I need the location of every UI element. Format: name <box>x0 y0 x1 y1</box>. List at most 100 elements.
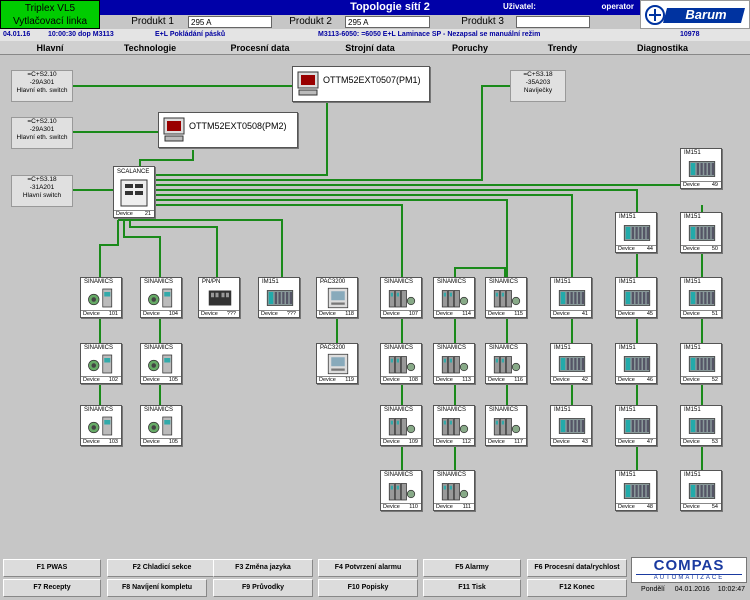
user-label: Uživatel: <box>503 2 536 11</box>
infobox-line: Hlavní switch <box>22 192 62 199</box>
device-icon <box>327 353 349 375</box>
f11-print-button[interactable]: F11 Tisk <box>423 579 521 597</box>
device-label: Device <box>319 377 336 383</box>
nav-strojni-data[interactable]: Strojní data <box>345 43 395 53</box>
infobox-line: Hlavní eth. switch <box>16 134 68 141</box>
device-icon <box>688 356 716 372</box>
f12-exit-button[interactable]: F12 Konec <box>527 579 627 597</box>
f8-winding-button[interactable]: F8 Navíjení kompletu <box>107 579 207 597</box>
nav-poruchy[interactable]: Poruchy <box>451 43 488 53</box>
product1-label: Produkt 1 <box>131 16 174 27</box>
nav-procesni-data[interactable]: Procesní data <box>230 43 290 53</box>
f4-ack-alarm-button[interactable]: F4 Potvrzení alarmu <box>318 559 418 577</box>
pc-pm1[interactable]: OTTM52EXT0507(PM1) <box>292 66 430 102</box>
device-number: 104 <box>168 311 178 317</box>
device-number: 46 <box>646 377 653 383</box>
f1-pwas-button[interactable]: F1 PWAS <box>3 559 101 577</box>
device-label: Device <box>261 311 278 317</box>
nav-diagnostika[interactable]: Diagnostika <box>636 43 688 53</box>
device-icon <box>493 356 521 374</box>
f6-process-data-button[interactable]: F6 Procesní data/rychlost <box>527 559 627 577</box>
footer-datetime: Pondělí 04.01.2016 10:02:47 <box>631 583 747 597</box>
f3-language-button[interactable]: F3 Změna jazyka <box>213 559 313 577</box>
alarm-status-bar[interactable]: 04.01.16 10:00:30 dop M3113 E+L Pokládán… <box>0 29 750 41</box>
nav-technologie[interactable]: Technologie <box>123 43 177 53</box>
f7-recipes-button[interactable]: F7 Recepty <box>3 579 101 597</box>
main-nav <box>0 41 750 55</box>
device-title: SINAMICS <box>144 279 174 285</box>
device-label: Device <box>488 377 505 383</box>
device-label: Device <box>553 311 570 317</box>
product1-field[interactable]: 295 A <box>188 16 272 28</box>
device-label: Device <box>383 377 400 383</box>
device-number: 108 <box>408 377 418 383</box>
product2-field[interactable]: 295 A <box>345 16 430 28</box>
pc-pm2[interactable]: OTTM52EXT0508(PM2) <box>158 112 298 148</box>
device-number: 50 <box>711 246 718 252</box>
device-label: Device <box>143 377 160 383</box>
product3-field[interactable] <box>516 16 590 28</box>
device-title: SINAMICS <box>489 279 519 285</box>
device-icon <box>148 288 173 308</box>
nav-trendy[interactable]: Trendy <box>547 43 578 53</box>
f10-labels-button[interactable]: F10 Popisky <box>318 579 418 597</box>
f9-pruvodky-button[interactable]: F9 Průvodky <box>213 579 313 597</box>
device-icon <box>388 290 416 308</box>
device-icon <box>688 225 716 241</box>
device-foot: Device??? <box>199 310 239 318</box>
footer-time: 10:02:47 <box>717 586 745 593</box>
device-number: ??? <box>226 311 236 317</box>
f2-cooling-button[interactable]: F2 Chladicí sekce <box>107 559 217 577</box>
device-label: Device <box>436 439 453 445</box>
device-label: Device <box>618 377 635 383</box>
device-title: PAC3200 <box>320 279 346 285</box>
footer-date: 04.01.2016 <box>674 586 710 593</box>
scalance-switch[interactable]: SCALANCE Device 21 <box>113 166 155 218</box>
nav-hlavni[interactable]: Hlavní <box>36 43 64 53</box>
device-label: Device <box>383 439 400 445</box>
status-msg1: E+L Pokládání pásků <box>155 31 226 38</box>
f5-alarms-button[interactable]: F5 Alarmy <box>423 559 521 577</box>
